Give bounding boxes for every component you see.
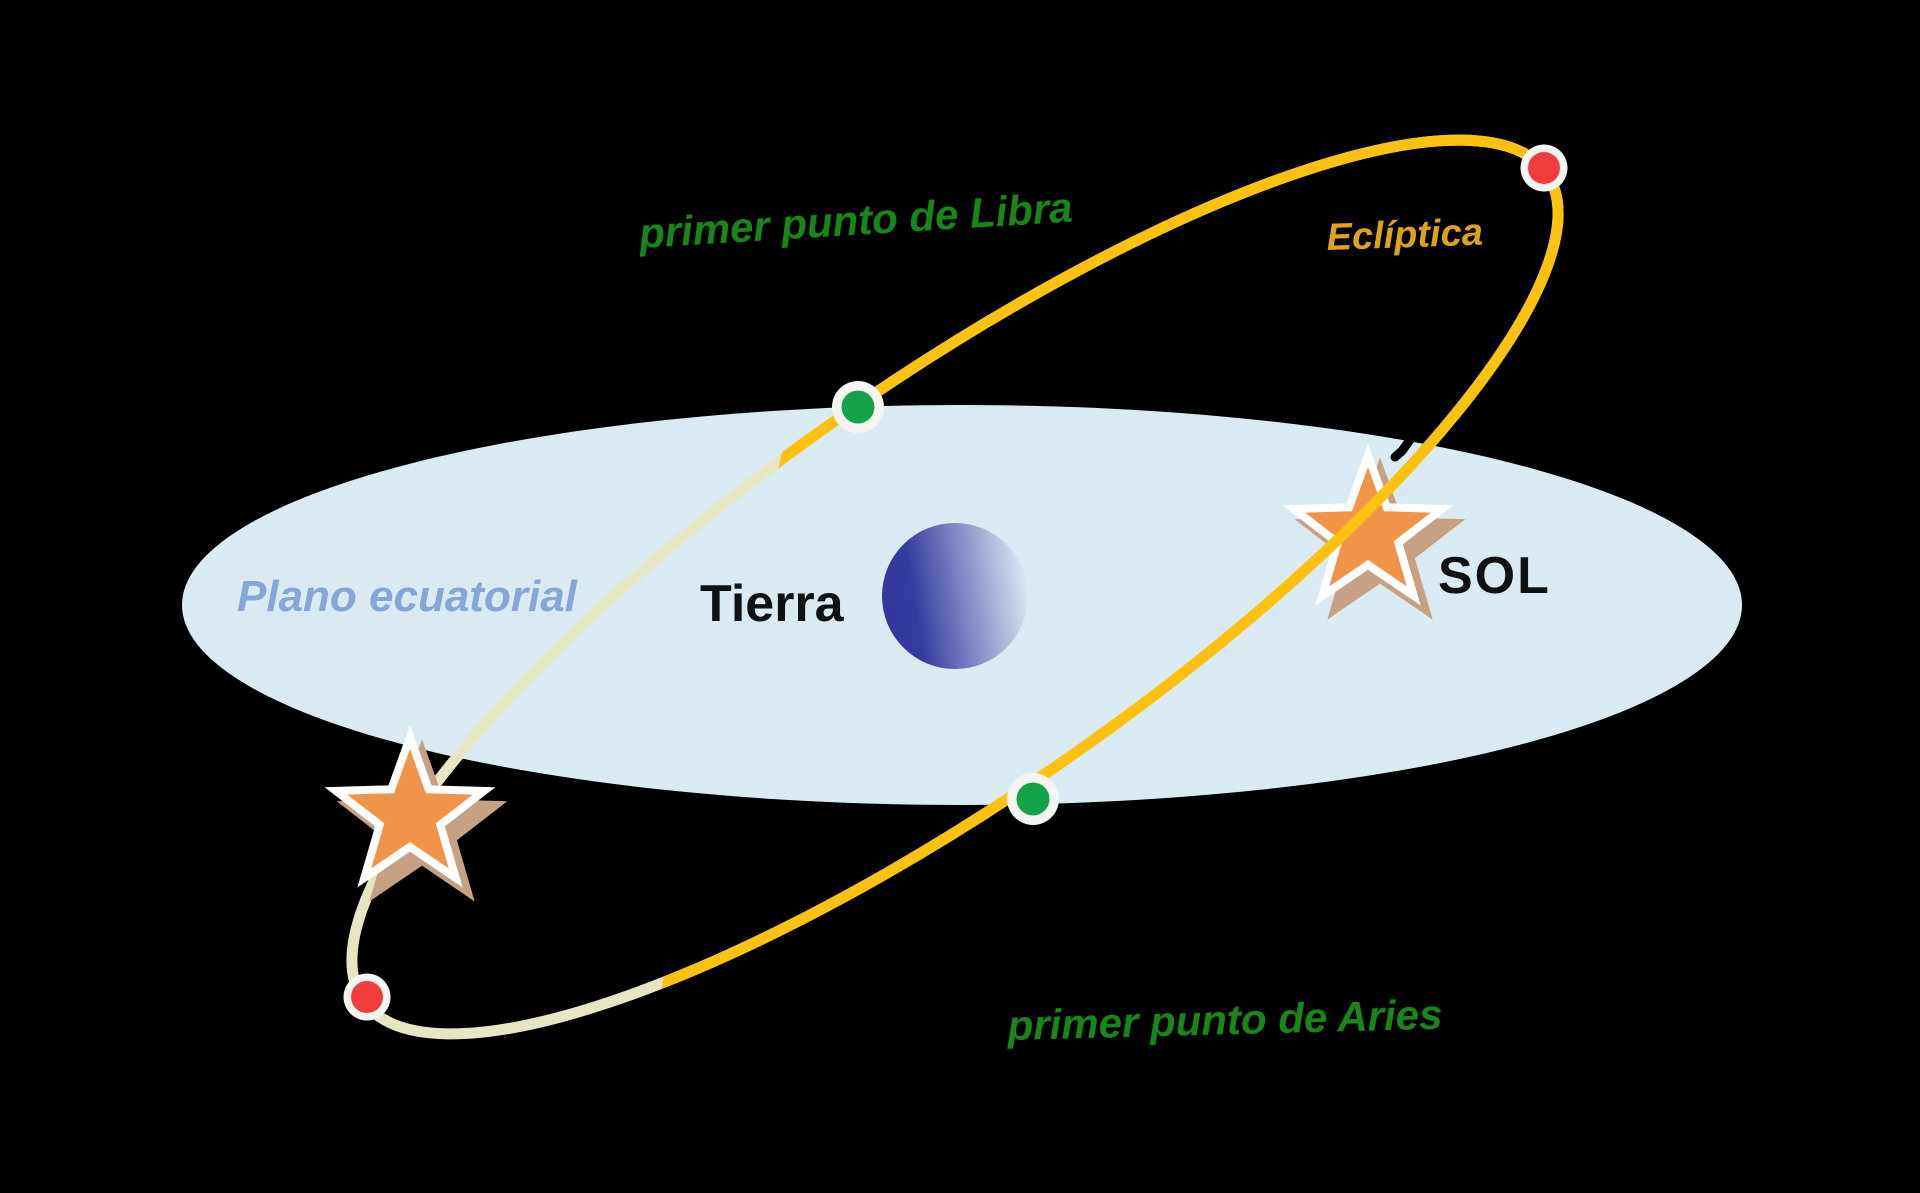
label-ecliptica: Eclíptica (1326, 212, 1484, 259)
sun-star-lower-left (324, 725, 508, 902)
green-node-icon (841, 390, 875, 424)
label-primer-punto-de-aries: primer punto de Aries (1006, 991, 1443, 1049)
equinox-node-libra (832, 381, 884, 433)
label-tierra: Tierra (700, 575, 845, 633)
earth-sphere (882, 523, 1028, 669)
solstice-point-upper (1520, 144, 1568, 192)
arrow-tip-mark (1390, 425, 1422, 462)
label-plano-ecuatorial: Plano ecuatorial (237, 572, 578, 621)
red-node-icon (1528, 152, 1560, 184)
solstice-point-lower (343, 973, 391, 1021)
red-node-icon (351, 981, 383, 1013)
equinox-node-aries (1007, 773, 1059, 825)
sun-star-icon (1305, 467, 1431, 587)
sun-star-icon (347, 749, 473, 869)
sun-star-sol (1282, 443, 1466, 620)
green-node-icon (1016, 782, 1050, 816)
label-sol: SOL (1438, 547, 1551, 605)
